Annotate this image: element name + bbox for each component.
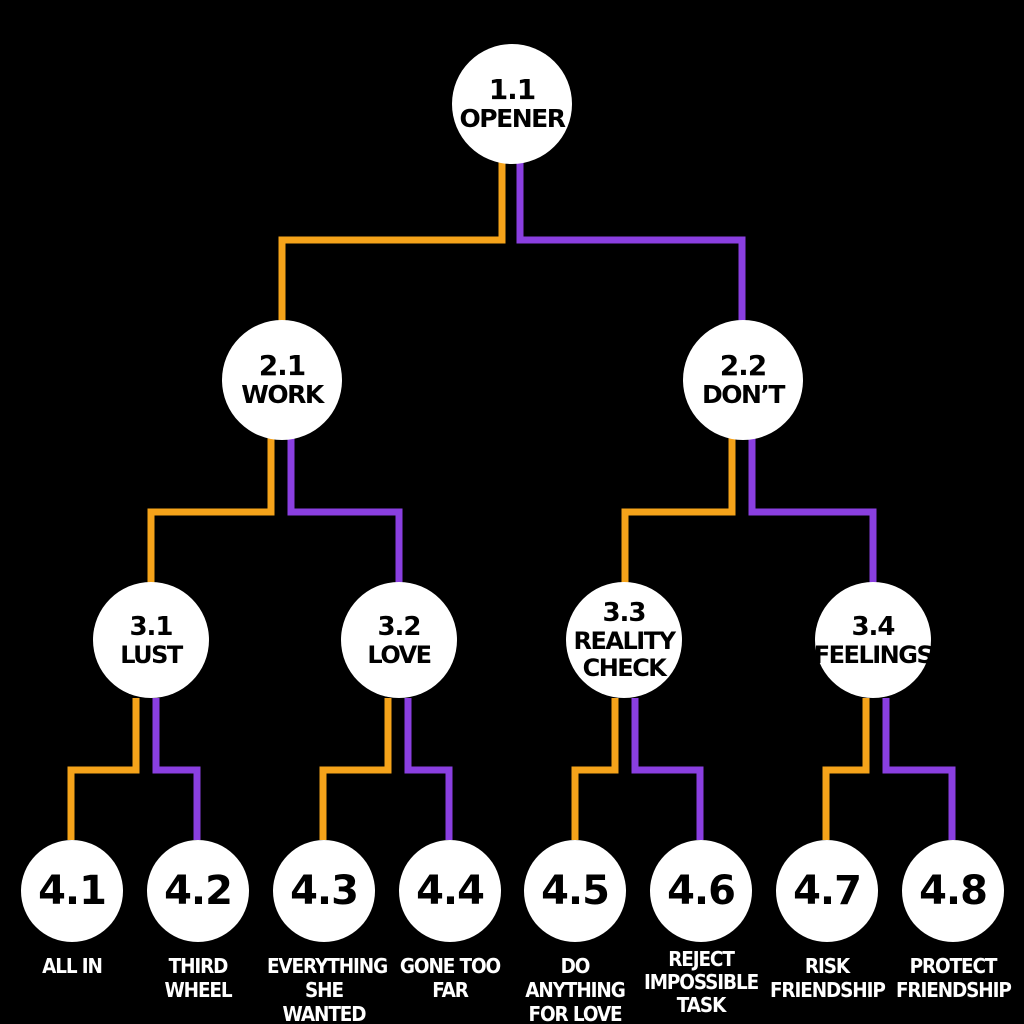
node-4-8: 4.8 — [902, 840, 1004, 942]
caption-4-5: DO ANYTHING FOR LOVE — [518, 954, 632, 1024]
caption-line: ALL IN — [42, 954, 103, 978]
node-label: FEELINGS — [813, 640, 934, 669]
node-4-1: 4.1 — [21, 840, 123, 942]
caption-line: WHEEL — [164, 978, 232, 1002]
caption-4-8: PROTECT FRIENDSHIP — [895, 954, 1012, 1002]
node-number: 4.6 — [667, 868, 736, 914]
connector-2-1-to-3-1 — [147, 436, 275, 584]
node-label: LOVE — [367, 640, 432, 669]
node-3-1-lust: 3.1 LUST — [93, 582, 209, 698]
connector-1-1-to-2-1 — [278, 160, 506, 322]
node-4-6: 4.6 — [650, 840, 752, 942]
node-4-5: 4.5 — [524, 840, 626, 942]
connector-3-3-to-4-5 — [571, 698, 619, 840]
caption-4-3: EVERYTHING SHE WANTED — [266, 954, 388, 1024]
node-4-3: 4.3 — [273, 840, 375, 942]
node-label: DON’T — [702, 380, 785, 409]
node-label: OPENER — [459, 104, 566, 133]
caption-4-7: RISK FRIENDSHIP — [769, 954, 886, 1002]
node-number: 4.1 — [38, 868, 107, 914]
node-number: 1.1 — [488, 73, 537, 106]
caption-line: RISK — [804, 954, 850, 978]
connector-3-1-to-4-1 — [67, 698, 140, 840]
node-label: LUST — [120, 640, 183, 669]
caption-line: EVERYTHING — [266, 954, 388, 978]
node-number: 3.2 — [377, 611, 421, 642]
connector-3-3-to-4-6 — [631, 698, 704, 840]
node-number: 4.5 — [541, 868, 610, 914]
caption-line: SHE WANTED — [282, 978, 367, 1024]
node-number: 2.2 — [719, 349, 768, 382]
connector-3-2-to-4-4 — [404, 698, 453, 840]
caption-line: FAR — [432, 978, 469, 1002]
node-3-4-feelings: 3.4 FEELINGS — [813, 582, 934, 698]
node-label-line-1: REALITY — [573, 627, 676, 655]
connector-1-1-to-2-2 — [516, 160, 746, 322]
caption-line: DO ANYTHING — [525, 954, 626, 1002]
caption-line: THIRD — [168, 954, 229, 978]
node-4-2: 4.2 — [147, 840, 249, 942]
connector-2-2-to-3-4 — [748, 436, 877, 584]
connector-2-1-to-3-2 — [287, 436, 403, 584]
connector-3-2-to-4-3 — [319, 698, 392, 840]
caption-line: IMPOSSIBLE — [643, 970, 759, 994]
caption-4-4: GONE TOO FAR — [393, 954, 507, 1002]
caption-line: GONE TOO — [399, 954, 501, 978]
node-label: WORK — [241, 380, 324, 409]
node-3-3-reality-check: 3.3 REALITY CHECK — [566, 582, 682, 698]
connector-2-2-to-3-3 — [621, 436, 736, 584]
node-number: 2.1 — [258, 349, 307, 382]
node-number: 4.7 — [793, 868, 862, 914]
node-2-1-work: 2.1 WORK — [222, 320, 342, 440]
node-number: 4.8 — [919, 868, 988, 914]
connector-3-1-to-4-2 — [152, 698, 201, 840]
caption-line: FRIENDSHIP — [895, 978, 1012, 1002]
node-label-line-2: CHECK — [582, 654, 667, 682]
caption-line: PROTECT — [909, 954, 998, 978]
node-number: 4.3 — [290, 868, 359, 914]
caption-line: REJECT — [668, 947, 735, 971]
node-number: 3.4 — [851, 611, 895, 642]
caption-line: FRIENDSHIP — [769, 978, 886, 1002]
node-3-2-love: 3.2 LOVE — [341, 582, 457, 698]
node-number: 3.1 — [129, 611, 173, 642]
connector-3-4-to-4-8 — [882, 698, 956, 840]
caption-4-6: REJECT IMPOSSIBLE TASK — [643, 947, 759, 1017]
caption-line: TASK — [676, 993, 727, 1017]
node-number: 4.4 — [416, 868, 485, 914]
caption-4-2: THIRD WHEEL — [141, 954, 255, 1002]
node-number: 3.3 — [602, 598, 646, 628]
connector-3-4-to-4-7 — [822, 698, 870, 840]
node-number: 4.2 — [164, 868, 233, 914]
node-4-7: 4.7 — [776, 840, 878, 942]
node-1-1-opener: 1.1 OPENER — [452, 44, 572, 164]
node-2-2-dont: 2.2 DON’T — [683, 320, 803, 440]
caption-line: FOR LOVE — [528, 1002, 622, 1024]
caption-4-1: ALL IN — [15, 954, 129, 978]
node-4-4: 4.4 — [399, 840, 501, 942]
